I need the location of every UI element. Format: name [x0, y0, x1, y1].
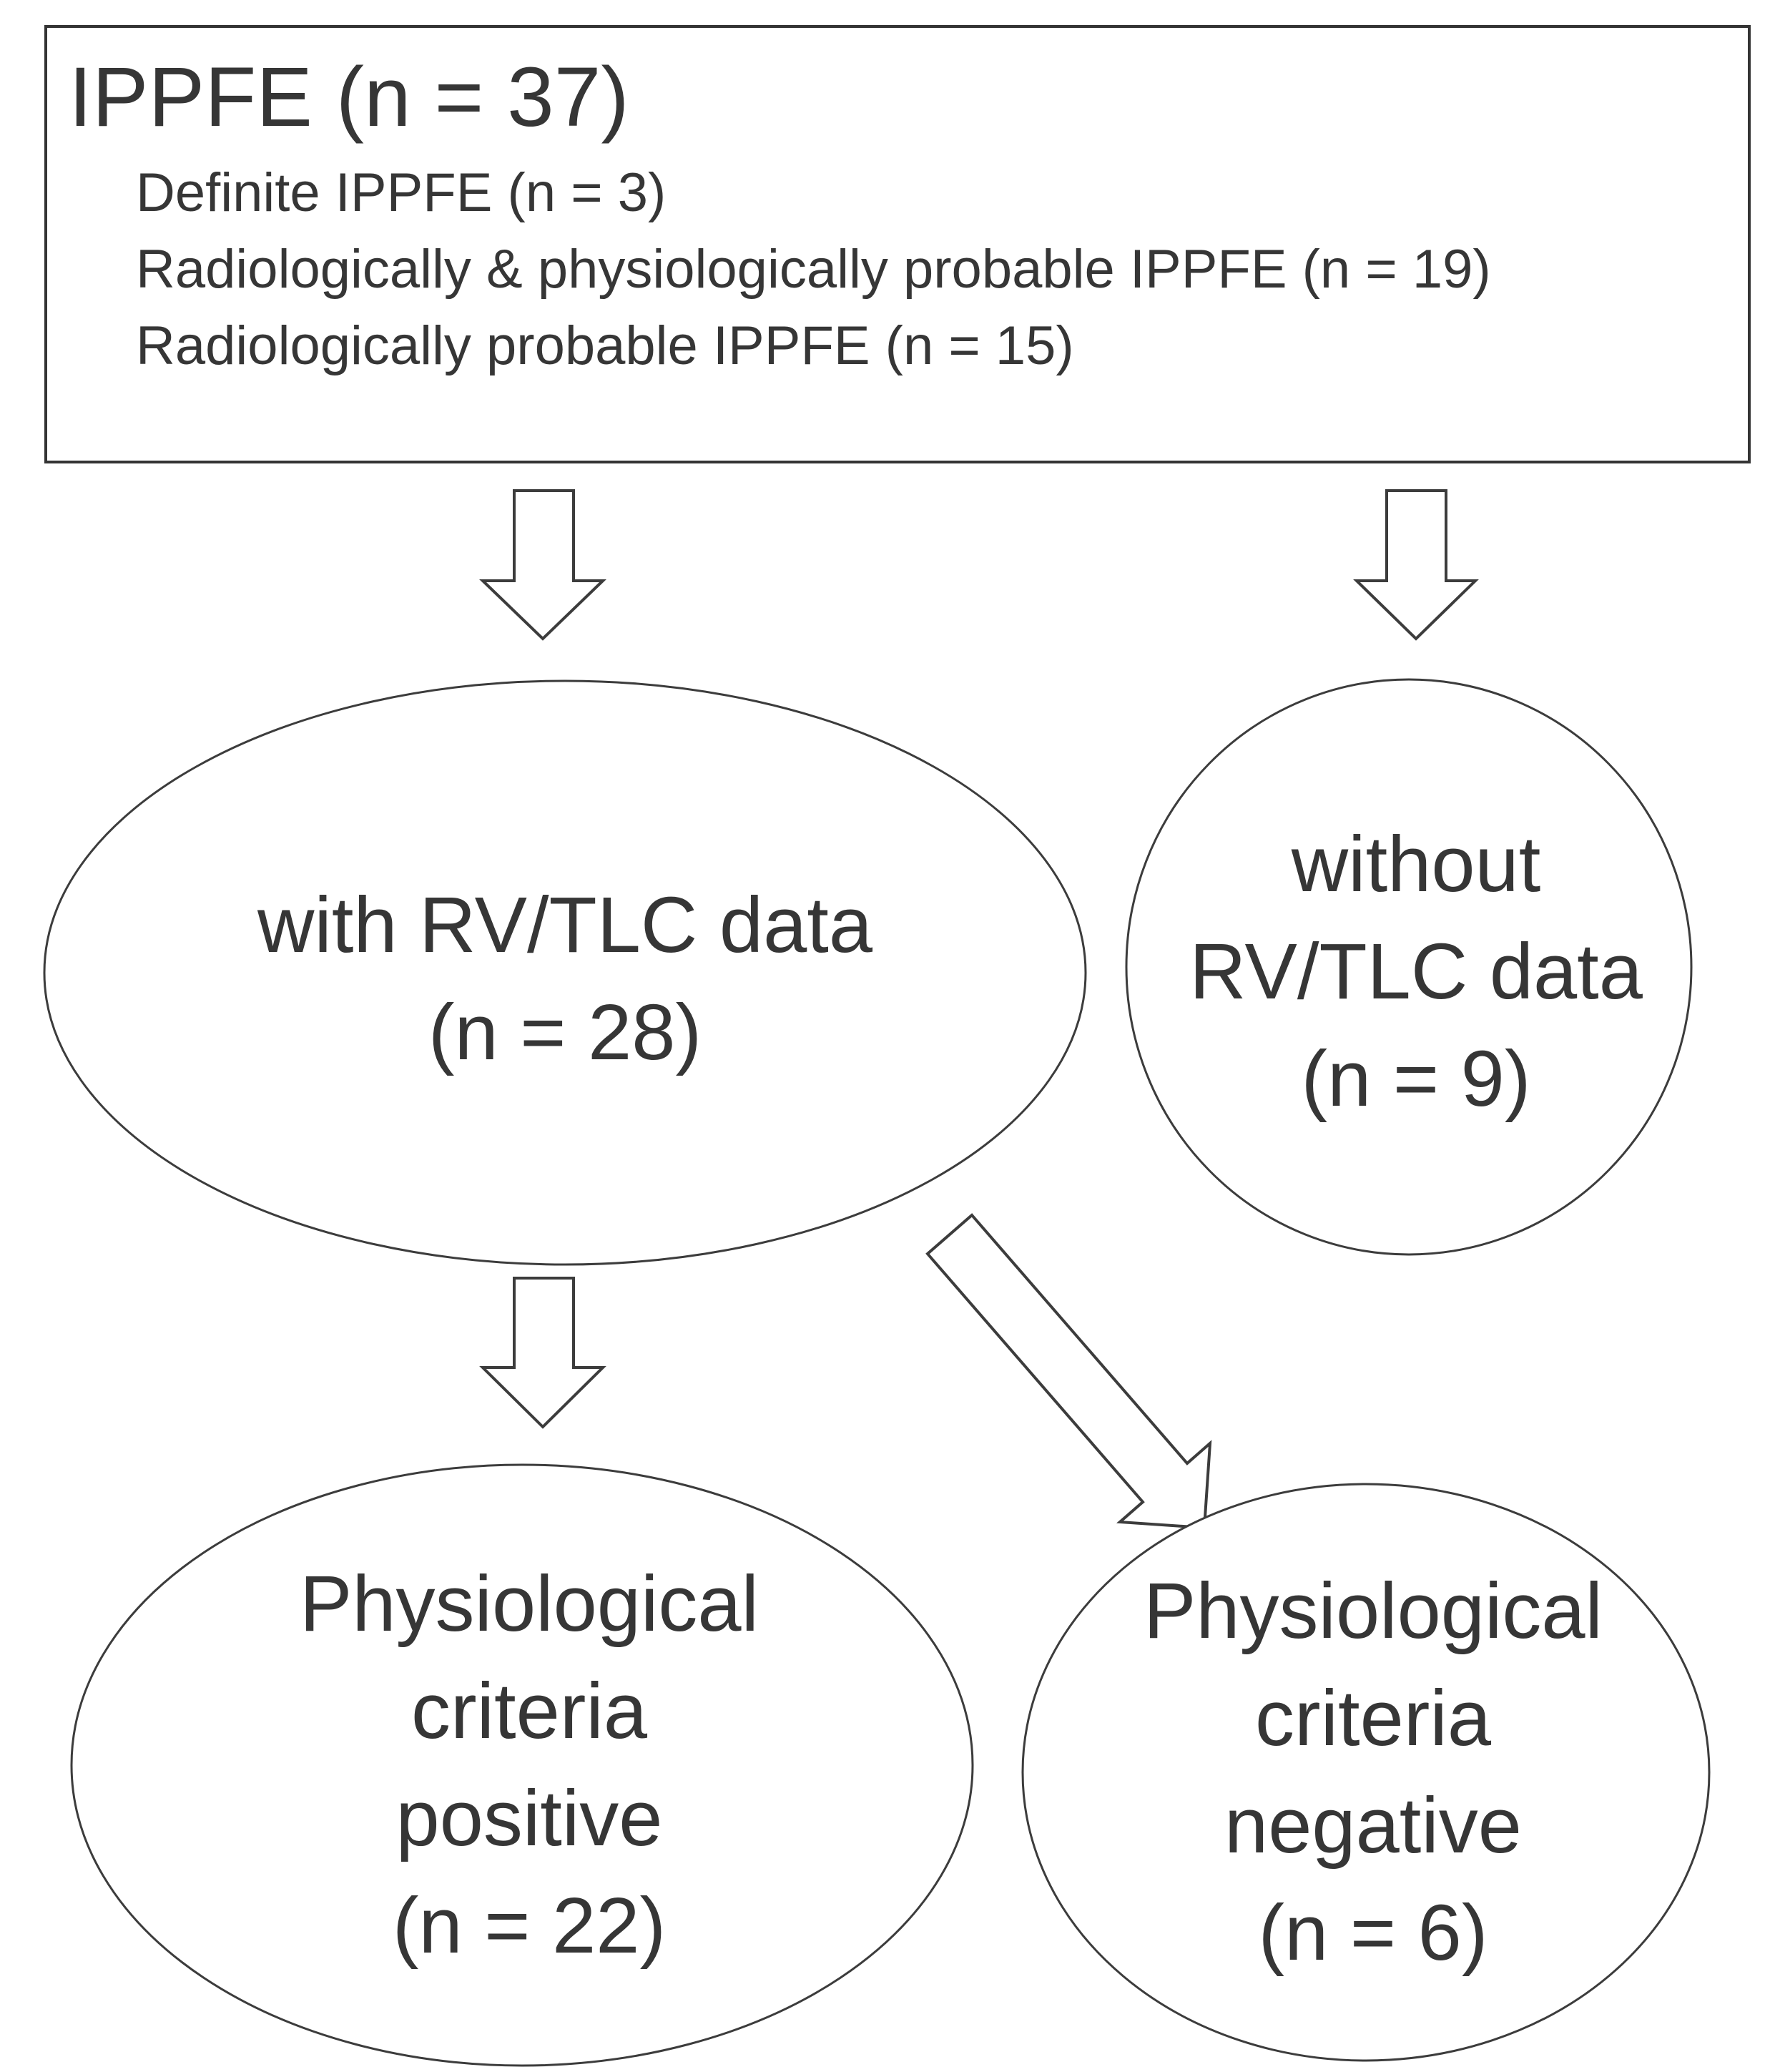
- label-line: (n = 22): [392, 1882, 667, 1970]
- down-arrow-icon-left: [479, 489, 606, 641]
- criteria-negative-ellipse: [1021, 1483, 1711, 2062]
- ippfe-box-outline: [44, 25, 1751, 463]
- down-arrow-icon-bottom: [479, 1277, 606, 1429]
- criteria-positive-ellipse: [70, 1463, 974, 2067]
- diagonal-arrow-icon: [925, 1213, 1212, 1530]
- label-line: Physiological: [1143, 1567, 1603, 1655]
- without-rvtlc-label: without RV/TLC data (n = 9): [1094, 811, 1738, 1133]
- with-rvtlc-label: with RV/TLC data (n = 28): [136, 872, 994, 1086]
- ippfe-box-item: Radiologically & physiologically probabl…: [136, 239, 1491, 300]
- label-line: negative: [1224, 1782, 1522, 1870]
- label-line: Physiological: [299, 1560, 759, 1648]
- label-line: without: [1291, 820, 1541, 908]
- label-line: (n = 9): [1301, 1035, 1531, 1123]
- ippfe-box-item: Radiologically probable IPPFE (n = 15): [136, 315, 1074, 376]
- ippfe-box-list: Definite IPPFE (n = 3) Radiologically & …: [136, 154, 1491, 384]
- criteria-positive-label: Physiological criteria positive (n = 22): [100, 1551, 958, 1980]
- label-line: criteria: [1254, 1674, 1492, 1762]
- down-arrow-icon-right: [1353, 489, 1479, 641]
- label-line: criteria: [410, 1667, 648, 1755]
- label-line: with RV/TLC data: [257, 881, 873, 969]
- with-rvtlc-ellipse: [43, 679, 1087, 1266]
- criteria-negative-label: Physiological criteria negative (n = 6): [1051, 1558, 1695, 1987]
- label-line: positive: [395, 1774, 663, 1862]
- ippfe-box-title: IPPFE (n = 37): [69, 50, 629, 144]
- label-line: RV/TLC data: [1189, 928, 1643, 1016]
- label-line: (n = 6): [1258, 1889, 1488, 1977]
- label-line: (n = 28): [428, 988, 702, 1076]
- ippfe-box-item: Definite IPPFE (n = 3): [136, 162, 667, 223]
- without-rvtlc-ellipse: [1125, 678, 1693, 1256]
